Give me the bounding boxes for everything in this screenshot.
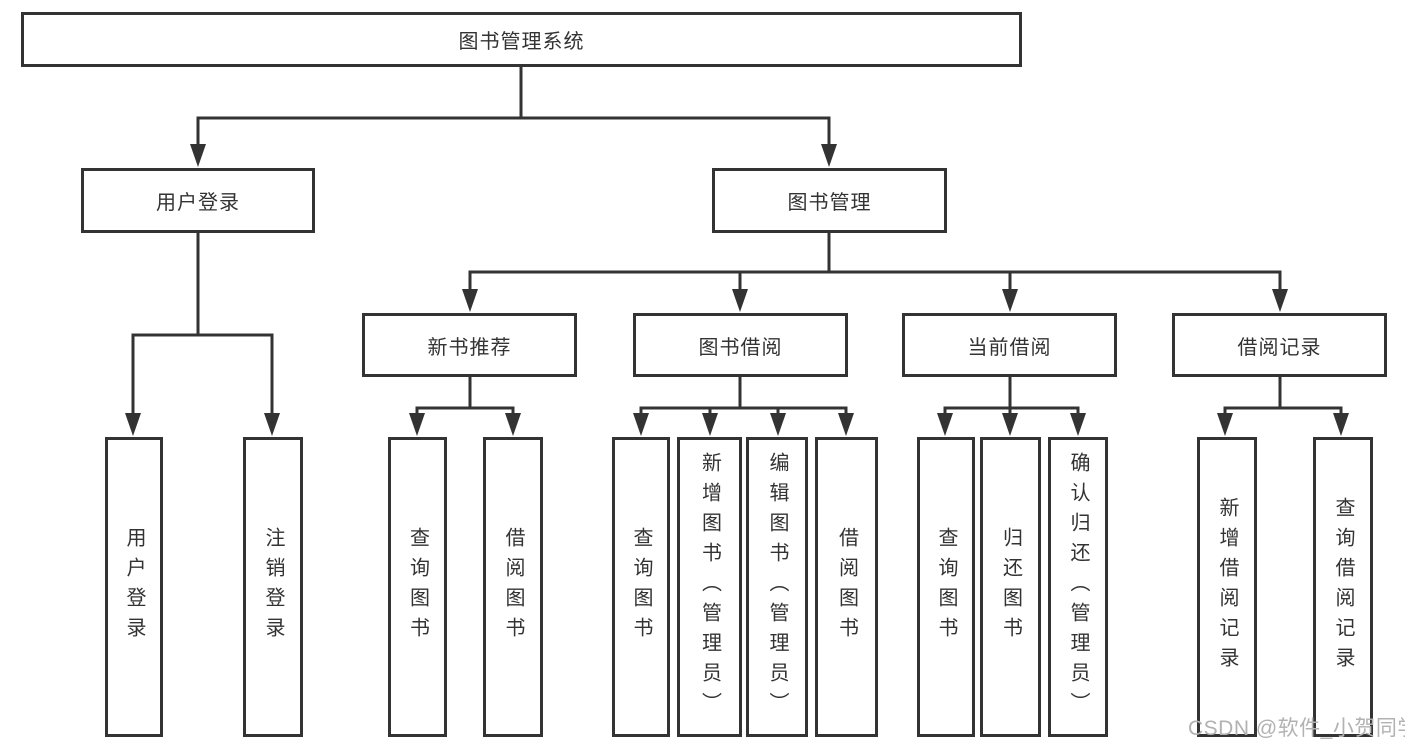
node-label: 图书管理 [787, 192, 872, 214]
node-label: 当前借阅 [967, 336, 1052, 359]
leaf-confirm-return-admin: 确认归还（管理员） [1048, 437, 1108, 737]
node-root-library-system: 图书管理系统 [21, 12, 1022, 67]
leaf-logout: 注销登录 [243, 437, 303, 737]
node-label: 注销登录 [262, 527, 284, 647]
node-label: 查询图书 [630, 527, 652, 647]
node-label: 借阅图书 [835, 527, 858, 647]
node-label: 借阅记录 [1237, 336, 1322, 359]
node-label: 新书推荐 [427, 336, 512, 359]
connector-root-to-level2 [196, 65, 831, 150]
node-label: 新增图书（管理员） [698, 452, 721, 722]
connector-book-management-branch [468, 230, 1282, 295]
leaf-edit-book-admin: 编辑图书（管理员） [746, 437, 808, 737]
node-label: 归还图书 [999, 527, 1022, 647]
node-label: 新增借阅记录 [1216, 497, 1238, 677]
node-label: 图书管理系统 [458, 31, 585, 53]
leaf-borrow-books-recommend: 借阅图书 [483, 437, 543, 737]
connector-borrow-record-branch [1223, 374, 1343, 419]
leaf-borrow-books: 借阅图书 [815, 437, 878, 737]
leaf-query-borrow-record: 查询借阅记录 [1313, 437, 1373, 737]
node-label: 用户登录 [156, 192, 240, 214]
node-label: 编辑图书（管理员） [766, 452, 788, 722]
leaf-user-login: 用户登录 [105, 437, 163, 737]
leaf-return-books: 归还图书 [980, 437, 1041, 737]
leaf-add-borrow-record: 新增借阅记录 [1197, 437, 1257, 737]
node-label: 图书借阅 [698, 336, 783, 359]
node-label: 查询借阅记录 [1332, 497, 1354, 677]
connector-book-borrow-branch [639, 374, 848, 419]
connector-current-borrow-branch [943, 374, 1080, 419]
connector-user-login-branch [131, 230, 274, 418]
node-book-management: 图书管理 [712, 168, 947, 233]
node-label: 借阅图书 [502, 527, 524, 647]
connector-new-book-branch [415, 374, 515, 419]
leaf-add-book-admin: 新增图书（管理员） [677, 437, 742, 737]
node-user-login: 用户登录 [81, 168, 315, 233]
node-book-borrow: 图书借阅 [633, 313, 848, 377]
node-label: 查询图书 [935, 527, 957, 647]
leaf-query-books-current: 查询图书 [917, 437, 975, 737]
leaf-query-books: 查询图书 [612, 437, 670, 737]
node-new-book-recommend: 新书推荐 [362, 313, 577, 377]
csdn-watermark: CSDN @软件_小贺同学 [1188, 717, 1405, 740]
node-label: 确认归还（管理员） [1067, 452, 1089, 722]
node-label: 用户登录 [123, 527, 145, 647]
arrowheads [125, 144, 1349, 436]
node-current-borrow: 当前借阅 [902, 313, 1117, 377]
node-borrow-records: 借阅记录 [1172, 313, 1387, 377]
leaf-query-books-recommend: 查询图书 [388, 437, 447, 737]
node-label: 查询图书 [406, 527, 429, 647]
